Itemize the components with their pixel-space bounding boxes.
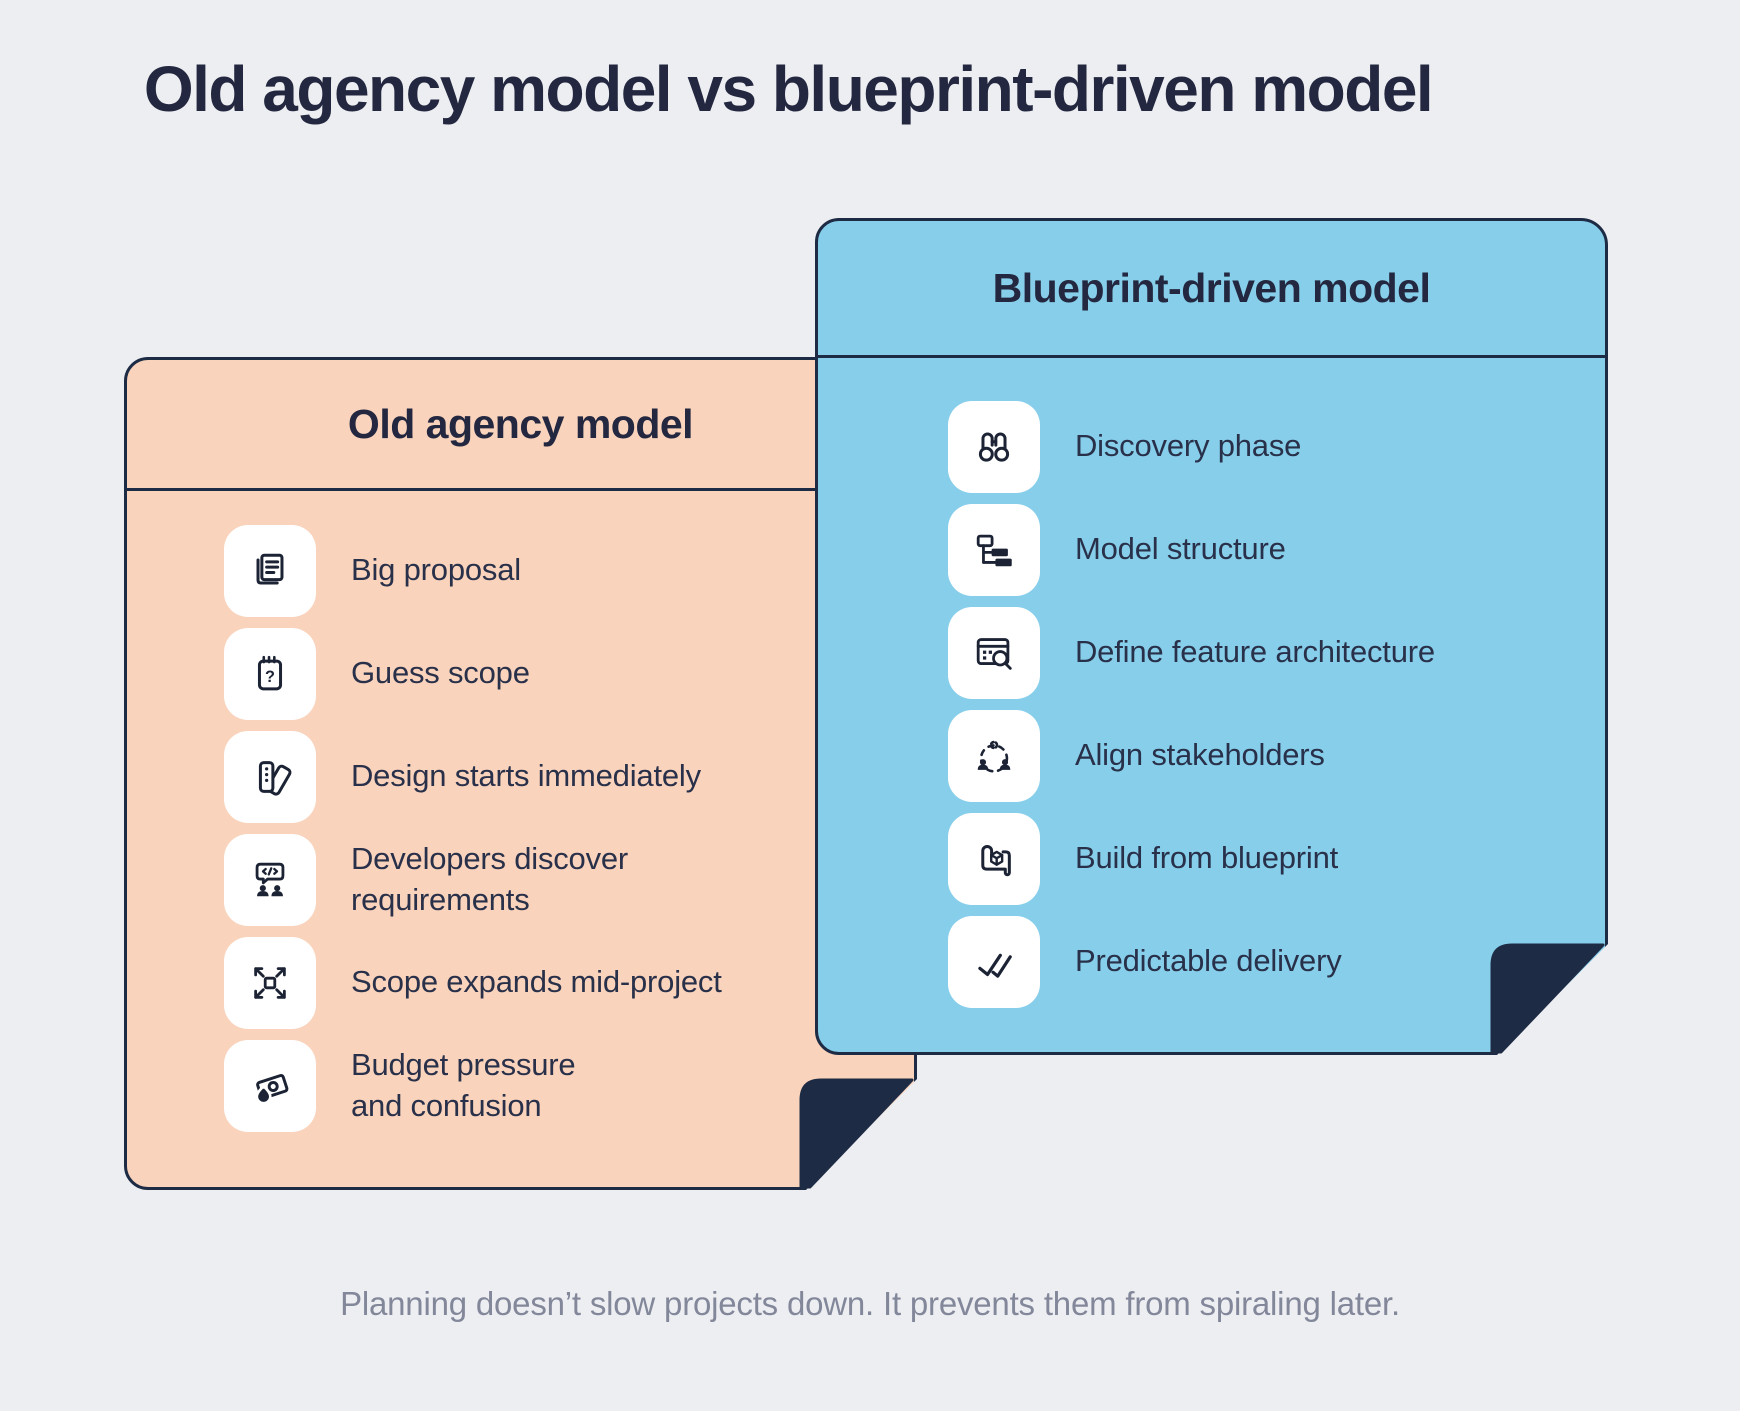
blueprint-driven-model-card: Blueprint-driven model Discovery phase (815, 218, 1608, 1055)
list-item: Design starts immediately (224, 725, 722, 828)
burning-money-icon (224, 1039, 316, 1132)
list-item: Discovery phase (948, 395, 1435, 498)
list-item: Budget pressure and confusion (224, 1034, 722, 1137)
list-item: ? Guess scope (224, 622, 722, 725)
list-item: Predictable delivery (948, 910, 1435, 1013)
list-item: Scope expands mid-project (224, 931, 722, 1034)
item-label: Developers discover requirements (351, 841, 629, 917)
item-label: Guess scope (351, 655, 530, 691)
binoculars-icon (948, 400, 1040, 493)
old-agency-model-list: Big proposal ? Guess scope (224, 519, 722, 1137)
item-label: Design starts immediately (351, 758, 701, 794)
item-label: Scope expands mid-project (351, 964, 722, 1000)
blueprint-driven-model-list: Discovery phase Model structure (948, 395, 1435, 1013)
list-item: Build from blueprint (948, 807, 1435, 910)
svg-text:?: ? (265, 668, 275, 686)
item-label: Big proposal (351, 552, 521, 588)
old-agency-model-card-title: Old agency model (127, 360, 914, 491)
expand-icon (224, 936, 316, 1029)
item-label: Model structure (1075, 531, 1286, 567)
item-label: Build from blueprint (1075, 840, 1339, 876)
swatches-icon (224, 730, 316, 823)
list-item: Big proposal (224, 519, 722, 622)
page-title: Old agency model vs blueprint-driven mod… (143, 53, 1434, 125)
item-label: Define feature architecture (1075, 634, 1435, 670)
structure-icon (948, 503, 1040, 596)
map-roll-icon (948, 812, 1040, 905)
list-item: Developers discover requirements (224, 828, 722, 931)
list-item: Define feature architecture (948, 601, 1435, 704)
caption: Planning doesn’t slow projects down. It … (340, 1285, 1400, 1322)
item-label: Predictable delivery (1075, 943, 1342, 979)
list-item: Model structure (948, 498, 1435, 601)
window-search-icon (948, 606, 1040, 699)
list-item: Align stakeholders (948, 704, 1435, 807)
old-agency-model-card: Old agency model Big proposal ? Guess (124, 357, 917, 1190)
item-label: Budget pressure and confusion (351, 1047, 576, 1123)
item-label: Discovery phase (1075, 428, 1302, 464)
folded-corner (1490, 943, 1608, 1055)
stakeholders-icon (948, 709, 1040, 802)
item-label: Align stakeholders (1075, 737, 1325, 773)
double-check-icon (948, 915, 1040, 1008)
blueprint-driven-model-card-title: Blueprint-driven model (818, 221, 1605, 358)
notepad-question-icon: ? (224, 627, 316, 720)
folded-corner (799, 1078, 917, 1190)
documents-icon (224, 524, 316, 617)
team-chat-icon (224, 833, 316, 926)
